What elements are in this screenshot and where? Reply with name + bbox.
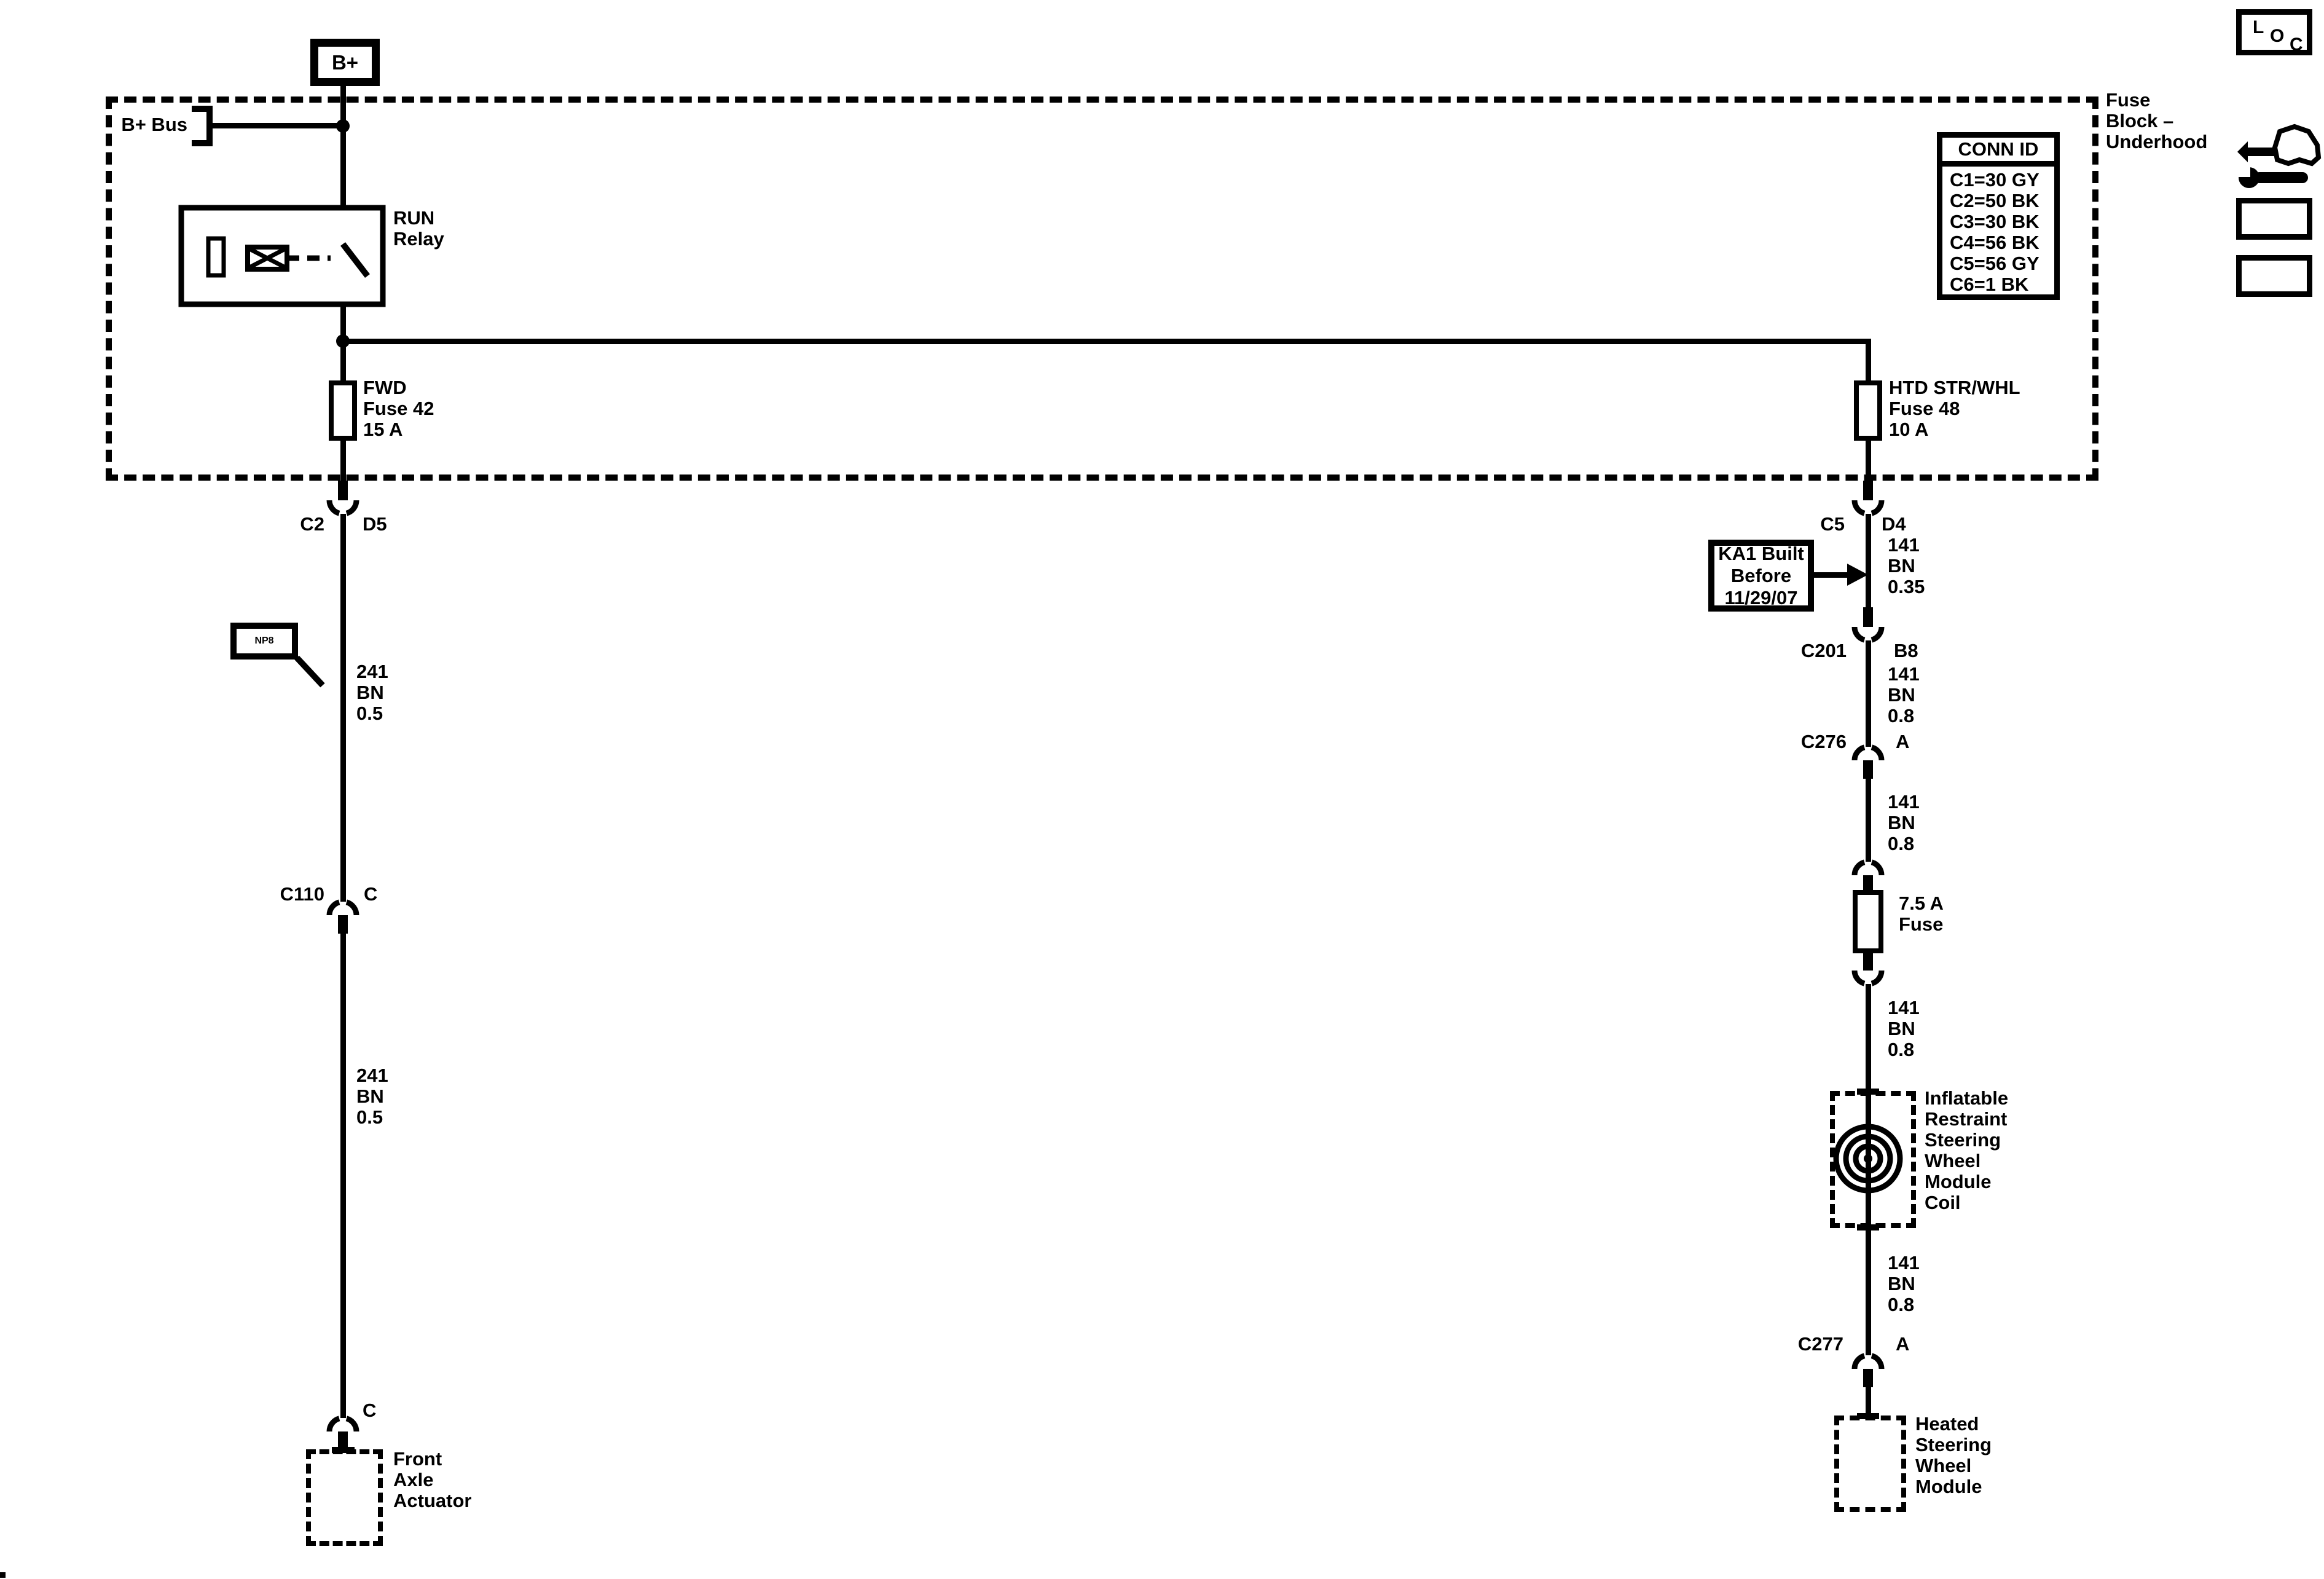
conn-c5-right-label: D4	[1882, 513, 1906, 535]
conn-end-label: C	[363, 1400, 377, 1421]
b-plus-label: B+	[331, 50, 359, 74]
conn-c5-left-label: C5	[1820, 513, 1845, 535]
c276-stub	[1863, 760, 1873, 779]
front-axle-actuator-outline	[306, 1449, 383, 1546]
conn-c2-right-label: D5	[363, 513, 387, 535]
loc-letter-c: C	[2290, 34, 2303, 55]
conn-c110-right-label: C	[364, 883, 378, 905]
loc-letter-l: L	[2253, 17, 2264, 37]
ka1-build-note: KA1 Built Before 11/29/07	[1708, 540, 1814, 612]
relay-coil-x2	[248, 246, 286, 270]
run-relay-label: RUN Relay	[393, 207, 444, 250]
c-end-arc	[326, 1415, 359, 1432]
wire-branch-corner	[1866, 339, 1871, 384]
fuse-block-underhood-outline	[106, 96, 2098, 481]
conn-c201-left-label: C201	[1800, 640, 1847, 661]
bus-bracket-tick-top	[192, 106, 213, 112]
c-end-stub	[338, 1431, 348, 1450]
conn-id-header: CONN ID	[1942, 138, 2054, 167]
forward-button[interactable]	[2236, 198, 2312, 240]
fuse75-bottom-stub	[1863, 951, 1873, 971]
bus-junction-dot	[336, 119, 350, 133]
c110-stub	[338, 915, 348, 934]
loc-button[interactable]: L O C	[2236, 9, 2312, 55]
page-artifact-dot	[0, 1572, 6, 1578]
bus-bracket-tick-bottom	[192, 140, 213, 146]
inline-fuse-symbol	[1853, 890, 1883, 953]
wire-horizontal-branch	[343, 339, 1871, 344]
conn-c276-left-label: C276	[1800, 731, 1847, 752]
htd-fuse-label: HTD STR/WHL Fuse 48 10 A	[1889, 377, 2020, 440]
bus-bracket-bar	[206, 106, 213, 146]
c201-arc	[1851, 626, 1885, 644]
wire-c5-to-c201	[1866, 514, 1871, 607]
fuse75-top-stub	[1863, 875, 1873, 894]
wire-bplus-to-relay	[340, 86, 346, 208]
c277-stub	[1863, 1369, 1873, 1387]
conn-c276-right-label: A	[1896, 731, 1910, 752]
conn-c277-right-label: A	[1896, 1333, 1910, 1355]
conn-c277-left-label: C277	[1797, 1333, 1843, 1355]
c2-stub	[338, 481, 348, 500]
c5-stub	[1863, 481, 1873, 500]
wire-c2-to-c110	[340, 514, 346, 902]
htd-fuse-symbol	[1854, 380, 1882, 441]
wire-c201-to-c276	[1866, 640, 1871, 747]
wire-c110-to-end	[340, 934, 346, 1418]
clockspring-coil-icon	[1833, 1124, 1903, 1194]
ka1-arrow-head	[1847, 564, 1868, 586]
fuse75-bottom-arc	[1851, 970, 1885, 987]
right-wire3-label: 141 BN 0.8	[1888, 791, 1920, 854]
relay-switch-blade	[340, 242, 370, 278]
inline-fuse-label: 7.5 A Fuse	[1899, 892, 1944, 935]
c2-arc	[326, 500, 359, 517]
front-axle-actuator-label: Front Axle Actuator	[393, 1448, 472, 1511]
conn-c110-left-label: C110	[280, 883, 324, 905]
c110-arc	[326, 899, 359, 916]
heated-steering-wheel-module-outline	[1834, 1416, 1906, 1512]
back-button[interactable]	[2236, 255, 2312, 297]
fwd-fuse-label: FWD Fuse 42 15 A	[363, 377, 434, 440]
np8-label: NP8	[254, 636, 274, 646]
conn-id-table: CONN ID C1=30 GY C2=50 BK C3=30 BK C4=56…	[1937, 132, 2060, 300]
right-wire5-label: 141 BN 0.8	[1888, 1252, 1920, 1315]
conn-id-rows: C1=30 GY C2=50 BK C3=30 BK C4=56 BK C5=5…	[1950, 169, 2039, 295]
c5-arc	[1851, 500, 1885, 517]
coil-module-label: Inflatable Restraint Steering Wheel Modu…	[1925, 1087, 2009, 1213]
heated-steering-wheel-module-label: Heated Steering Wheel Module	[1915, 1413, 1992, 1497]
left-wire2-label: 241 BN 0.5	[356, 1065, 388, 1128]
bus-wire	[213, 123, 343, 128]
right-wire4-label: 141 BN 0.8	[1888, 997, 1920, 1060]
wire-fwdfuse-out	[340, 438, 346, 482]
relay-resistor	[206, 236, 226, 278]
left-wire1-label: 241 BN 0.5	[356, 661, 388, 724]
fuse75-top-arc	[1851, 859, 1885, 876]
coil-module-outline	[1830, 1091, 1916, 1228]
fuse-block-title: Fuse Block – Underhood	[2106, 89, 2208, 152]
np8-arrow-shaft	[294, 655, 325, 688]
wire-c277-to-module	[1866, 1387, 1871, 1416]
wire-c276-to-fuse	[1866, 779, 1871, 862]
conn-c2-left-label: C2	[300, 513, 324, 535]
b-plus-terminal: B+	[310, 39, 380, 86]
loc-letter-o: O	[2270, 26, 2285, 46]
conn-c201-right-label: B8	[1894, 640, 1918, 661]
wire-htdfuse-out	[1866, 438, 1871, 482]
fwd-fuse-symbol	[329, 380, 357, 441]
c277-arc	[1851, 1352, 1885, 1369]
c276-arc	[1851, 744, 1885, 761]
np8-option-tag: NP8	[230, 623, 298, 660]
bus-label: B+ Bus	[121, 114, 187, 135]
ka1-arrow-shaft	[1814, 572, 1850, 578]
right-wire2-label: 141 BN 0.8	[1888, 663, 1920, 726]
right-wire1-label: 141 BN 0.35	[1888, 534, 1925, 597]
c201-stub	[1863, 607, 1873, 627]
